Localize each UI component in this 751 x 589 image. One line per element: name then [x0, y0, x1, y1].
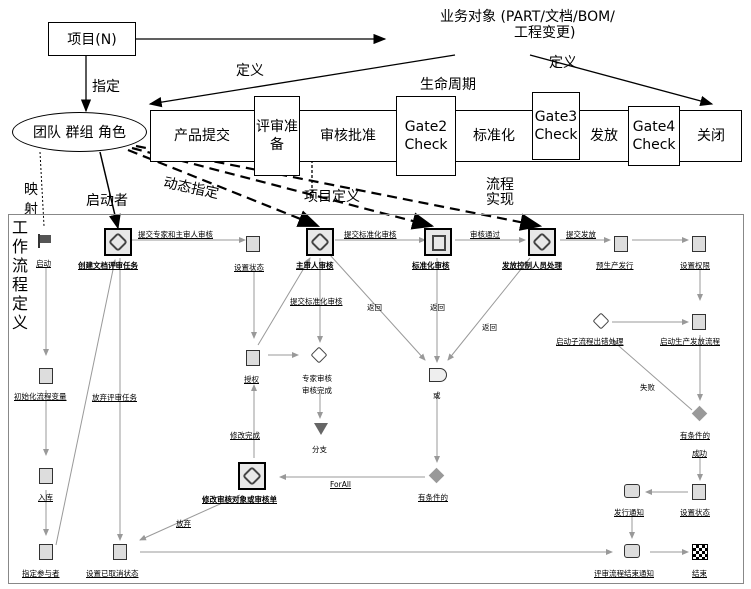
assign-label: 指定: [92, 79, 120, 95]
stage-gate2: Gate2 Check: [396, 96, 456, 176]
stage-product-submit: 产品提交: [174, 128, 230, 144]
set-state-icon[interactable]: [246, 236, 260, 252]
create-task-icon[interactable]: [104, 228, 132, 256]
modify-review-icon[interactable]: [238, 462, 266, 490]
abandon-task-label: 放弃评审任务: [92, 393, 137, 402]
subprocess-icon[interactable]: [592, 312, 610, 330]
send-notice-label: 发行通知: [614, 508, 644, 517]
expert-done-line2: 审核完成: [302, 386, 332, 395]
release-control-label: 发放控制人员处理: [502, 261, 562, 270]
review-pass-label: 审核通过: [470, 230, 500, 239]
project-box: 项目(N): [48, 22, 136, 56]
define-right-label: 定义: [549, 55, 577, 71]
send-notice-icon[interactable]: [624, 484, 640, 498]
stage-review-prep: 评审准备: [254, 96, 300, 176]
has-condition1-label: 有条件的: [418, 493, 448, 502]
review-end-notice-label: 评审流程结束通知: [594, 569, 654, 578]
start-subprocess-label: 启动子流程出错处理: [556, 337, 624, 346]
return2-label: 返回: [430, 303, 445, 312]
or-gate-icon: [429, 368, 447, 382]
team-label: 团队 群组 角色: [33, 125, 126, 141]
lifecycle-bar: 产品提交 评审准备 审核批准 Gate2 Check 标准化 Gate3 Che…: [150, 92, 742, 176]
workflow-def-label: 工作流程定义: [11, 218, 28, 332]
designate-label: 指定参与者: [22, 569, 60, 578]
process-impl-line1: 流程: [486, 177, 514, 193]
team-ellipse: 团队 群组 角色: [12, 112, 147, 152]
initiator-label: 启动者: [86, 193, 128, 209]
process-impl-line2: 实现: [486, 192, 514, 208]
submit-release-label: 提交发放: [566, 230, 596, 239]
define-left-label: 定义: [236, 63, 264, 79]
init-vars-label: 初始化流程变量: [14, 392, 67, 401]
branch-label: 分支: [312, 445, 327, 454]
has-condition2-label: 有条件的: [680, 431, 710, 440]
start-production-icon[interactable]: [692, 314, 706, 330]
preprod-release-label: 预生产发行: [596, 261, 634, 270]
project-label: 项目(N): [67, 32, 117, 48]
create-review-task-label: 创建文档评审任务: [78, 261, 138, 270]
modify-done-label: 修改完成: [230, 431, 260, 440]
submit-expert-label: 提交专家和主审人审核: [138, 230, 213, 239]
checkered-flag-icon: [692, 544, 708, 560]
standard-review-icon[interactable]: [424, 228, 452, 256]
inbox-label: 入库: [38, 493, 53, 502]
return1-label: 返回: [367, 303, 382, 312]
workflow-frame: [8, 214, 744, 584]
set-permission-label: 设置权限: [680, 261, 710, 270]
preprod-release-icon[interactable]: [614, 236, 628, 252]
end-label: 结束: [692, 569, 707, 578]
set-cancel-state-label: 设置已取消状态: [86, 569, 139, 578]
permission-icon[interactable]: [246, 350, 260, 366]
set-state2-label: 设置状态: [680, 508, 710, 517]
chief-review-icon[interactable]: [306, 228, 334, 256]
fail-label: 失败: [640, 383, 655, 392]
set-state-label: 设置状态: [234, 263, 264, 272]
start-production-label: 启动生产发放流程: [660, 337, 720, 346]
review-end-notice-icon[interactable]: [624, 544, 640, 558]
stage-gate4: Gate4 Check: [628, 106, 680, 166]
permission-label: 授权: [244, 375, 259, 384]
expert-done-icon[interactable]: [310, 346, 328, 364]
for-all-label: ForAll: [330, 480, 352, 489]
start-label: 启动: [36, 259, 51, 268]
stage-close: 关闭: [697, 128, 725, 144]
set-state2-icon[interactable]: [692, 484, 706, 500]
or-label: 或: [433, 391, 441, 400]
expert-done-line1: 专家审核: [302, 374, 332, 383]
abandon-label: 放弃: [176, 519, 191, 528]
flag-icon: [38, 234, 52, 248]
stage-gate3: Gate3 Check: [532, 92, 580, 160]
stage-approval: 审核批准: [320, 128, 376, 144]
modify-review-label: 修改审核对象或审核单: [202, 495, 277, 504]
chief-review-label: 主审人审核: [296, 261, 334, 270]
business-object-line1: 业务对象 (PART/文档/BOM/: [440, 9, 615, 25]
release-control-icon[interactable]: [528, 228, 556, 256]
project-define-label: 项目定义: [304, 189, 360, 205]
submit-standard2-label: 提交标准化审核: [290, 297, 343, 306]
lifecycle-label: 生命周期: [420, 77, 476, 93]
return3-label: 返回: [482, 323, 497, 332]
inbox-icon[interactable]: [39, 468, 53, 484]
branch-icon: [314, 423, 328, 435]
business-object-line2: 工程变更): [514, 25, 576, 41]
designate-icon[interactable]: [39, 544, 53, 560]
cancel-state-icon[interactable]: [113, 544, 127, 560]
success-label: 成功: [692, 449, 707, 458]
set-permission-icon[interactable]: [692, 236, 706, 252]
standard-review-label: 标准化审核: [412, 261, 450, 270]
stage-standardize: 标准化: [473, 128, 515, 144]
init-vars-icon[interactable]: [39, 368, 53, 384]
submit-standard-label: 提交标准化审核: [344, 230, 397, 239]
stage-release: 发放: [590, 128, 618, 144]
